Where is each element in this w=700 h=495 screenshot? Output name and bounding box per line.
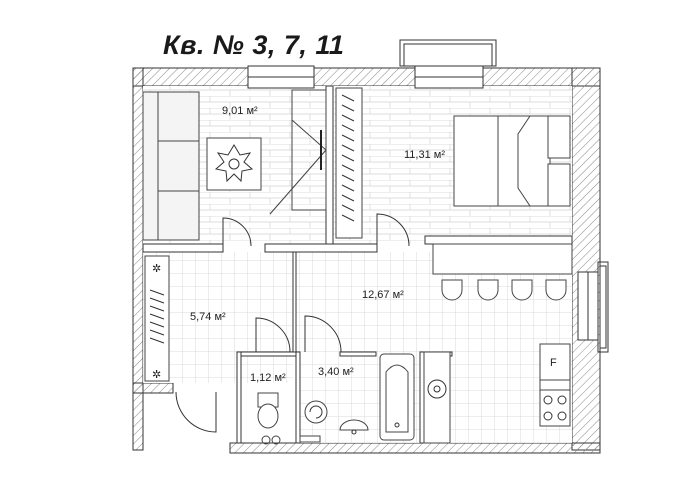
room-area-hall: 5,74 м² [190,311,226,323]
room-labels: 9,01 м² 11,31 м² 5,74 м² 12,67 м² 1,12 м… [190,105,445,384]
hall-furniture: ✲ ✲ [144,255,170,382]
doors [175,213,410,433]
room-area-kitchen: 12,67 м² [362,289,404,301]
hall-lamp-icon: ✲ [152,369,161,381]
kitchen-furniture: F [423,243,573,444]
hall-lamp-icon: ✲ [152,263,161,275]
room-area-bath: 3,40 м² [318,366,354,378]
interior-walls [142,85,573,444]
stove-burners-icon [543,395,567,421]
plan-title: Кв. № 3, 7, 11 [163,30,345,60]
windows [247,65,599,341]
room-area-living: 9,01 м² [222,105,258,117]
living-room-furniture [142,89,327,241]
room-area-wc: 1,12 м² [250,372,286,384]
bathroom-furniture [299,353,415,443]
wc-furniture [257,392,281,445]
fridge-label: F [550,357,557,369]
bedroom-furniture [335,87,571,239]
room-area-bedroom: 11,31 м² [404,149,445,161]
balconies [399,39,609,353]
